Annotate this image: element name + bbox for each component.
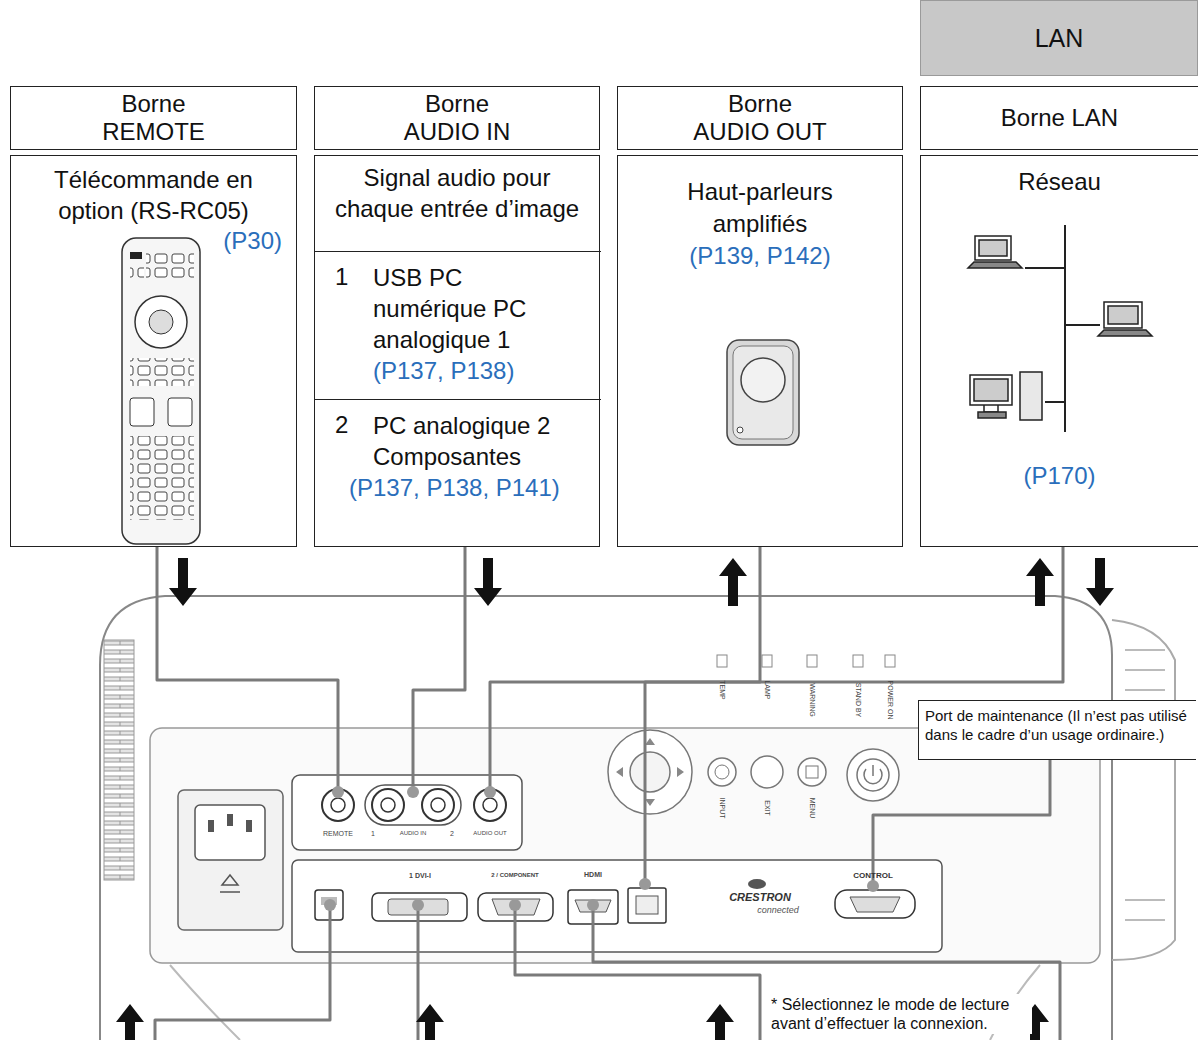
box-text: 1 (335, 262, 365, 292)
direction-arrow (416, 1004, 444, 1040)
box-subtext: (P137, P138, P141) (349, 472, 595, 503)
wire-dots (324, 786, 879, 911)
box-text: Port de maintenance (Il n’est pas utilis… (925, 706, 1190, 744)
terminal-header: Borne AUDIO IN (314, 86, 600, 150)
box-text: Borne AUDIO IN (386, 90, 528, 146)
video-port-panel (292, 860, 942, 952)
box-subtext: (P30) (25, 226, 282, 256)
network-icon (968, 225, 1152, 432)
direction-arrow (474, 558, 502, 606)
speaker-icon (727, 340, 799, 445)
port-label: EXIT (764, 800, 771, 816)
projector-housing (100, 596, 1175, 1040)
note-box: Port de maintenance (Il n’est pas utilis… (918, 700, 1196, 760)
port-label: connected (757, 906, 799, 915)
direction-arrows (116, 558, 1114, 1040)
box-subtext: (P170) (931, 460, 1188, 492)
port-label: 2 / COMPONENT (491, 872, 538, 878)
port-label: INPUT (719, 798, 726, 819)
direction-arrow (169, 558, 197, 606)
box-text: Borne AUDIO OUT (689, 90, 831, 146)
port-label: MENU (809, 798, 816, 819)
direction-arrow (1086, 558, 1114, 606)
direction-arrow (706, 1004, 734, 1040)
box-text: Réseau (931, 166, 1188, 198)
device-box: Réseau (P170) (920, 155, 1198, 547)
port-label: STAND BY (855, 683, 862, 718)
direction-arrow (1026, 558, 1054, 606)
port-label: 1 (371, 830, 375, 837)
remote-control-icon (122, 238, 200, 544)
leader-wires (155, 547, 1063, 1040)
port-label: AUDIO IN (400, 830, 427, 836)
port-label: HDMI (584, 871, 602, 878)
box-subtext: PC analogique 2 Composantes (373, 410, 578, 472)
box-text: LAN (1035, 24, 1084, 53)
box-subtext: (P139, P142) (628, 240, 892, 272)
box-text: 2 (335, 410, 365, 440)
port-label: REMOTE (323, 830, 353, 837)
box-text: Télécommande en option (RS-RC05) (25, 164, 282, 226)
direction-arrow (116, 1004, 144, 1040)
port-label: AUDIO OUT (473, 830, 506, 836)
port-label: 1 DVI-I (409, 872, 431, 879)
control-panel (608, 655, 899, 814)
port-label: WARNING (809, 683, 816, 717)
section-band: LAN (920, 0, 1198, 76)
audio-port-panel (292, 775, 522, 850)
box-text: Signal audio pour chaque entrée d’image (332, 162, 582, 224)
port-label: 2 (450, 830, 454, 837)
note-text: * Sélectionnez le mode de lecture avant … (768, 994, 1032, 1034)
device-box: Haut-parleurs amplifiés(P139, P142) (617, 155, 903, 547)
power-inlet (178, 790, 283, 930)
terminal-header: Borne AUDIO OUT (617, 86, 903, 150)
box-subtext: (P137, P138) (373, 355, 593, 386)
box-subtext: USB PC numérique PC analogique 1 (373, 262, 578, 355)
direction-arrow (719, 558, 747, 606)
terminal-header: Borne LAN (920, 86, 1198, 150)
port-label: LAMP (764, 680, 771, 699)
device-box: Télécommande en option (RS-RC05)(P30) (10, 155, 297, 547)
box-text: Haut-parleurs amplifiés (660, 176, 860, 240)
port-label: POWER ON (887, 681, 894, 720)
terminal-header: Borne REMOTE (10, 86, 297, 150)
input-group: 2 PC analogique 2 Composantes(P137, P138,… (315, 399, 601, 546)
port-label: TEMP (719, 680, 726, 699)
box-text: Borne LAN (1001, 104, 1118, 132)
input-group: 1 USB PC numérique PC analogique 1(P137, … (315, 251, 601, 399)
box-text: Borne REMOTE (83, 90, 225, 146)
port-label: CONTROL (853, 872, 893, 880)
device-box: Signal audio pour chaque entrée d’image 1… (314, 155, 600, 547)
port-label: CRESTRON (729, 892, 791, 903)
